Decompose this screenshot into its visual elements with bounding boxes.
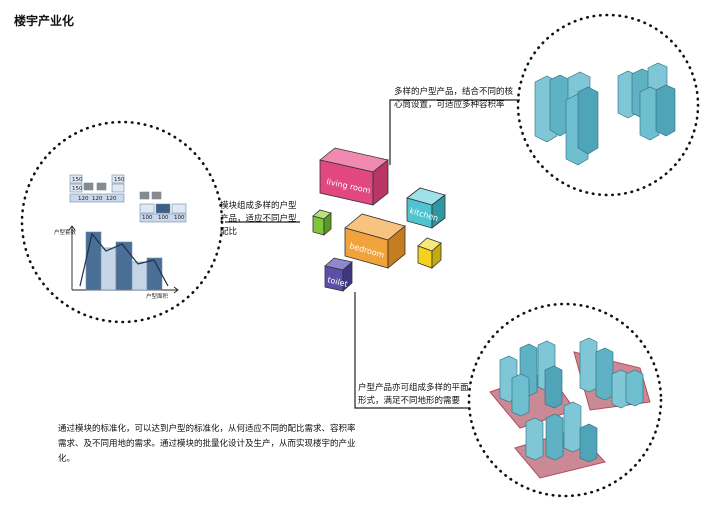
tower-cluster-left	[534, 71, 599, 166]
plan-label: 150	[114, 177, 125, 183]
unit-plan-tiles	[69, 174, 187, 223]
bar	[100, 247, 117, 291]
plan-label: 150	[72, 177, 83, 183]
module-bedroom: bedroom	[344, 213, 406, 269]
left-circle: 150 150 150 120 120 120 100 100 100 户型套数…	[20, 120, 224, 324]
chart-curve	[79, 232, 169, 287]
top-right-circle	[516, 13, 700, 197]
connector-lines	[225, 99, 520, 409]
plan-label: 120	[78, 196, 89, 202]
connector-bottom	[354, 292, 470, 409]
tower-cluster-right	[617, 62, 676, 141]
chart-ylabel: 户型套数	[54, 228, 77, 236]
site-towers	[499, 337, 644, 463]
module-green	[312, 209, 332, 236]
unit-plan-labels: 150 150 150 120 120 120 100 100 100	[72, 177, 185, 221]
bottom-right-circle	[467, 302, 663, 498]
plan-label: 100	[142, 215, 153, 221]
plan-label: 100	[158, 215, 169, 221]
note-bottom: 户型产品亦可组成多样的平面形式，满足不同地形的需要	[358, 383, 469, 406]
chart-xlabel: 户型面积	[146, 292, 169, 300]
plan-label: 100	[174, 215, 185, 221]
module-living-room: living room	[319, 147, 389, 206]
connector-top-right	[389, 99, 520, 165]
note-top-right: 多样的户型产品，结合不同的核心筒设置，可适应多种容积率	[394, 87, 514, 110]
plan-label: 120	[106, 196, 117, 202]
module-kitchen: kitchen	[406, 187, 446, 229]
plan-label: 120	[92, 196, 103, 202]
bar	[131, 261, 148, 291]
module-blocks: living room kitchen bedroom	[312, 147, 446, 292]
footer-text: 通过模块的标准化，可以达到户型的标准化，从何适应不同的配比需求、容积率需求、及不…	[58, 424, 356, 464]
bar	[85, 231, 102, 291]
chart-bars	[85, 231, 163, 291]
module-toilet: toilet	[324, 257, 353, 292]
bar	[146, 257, 163, 291]
module-yellow	[417, 237, 442, 269]
page-title: 楼宇产业化	[14, 14, 75, 28]
plan-label: 150	[72, 186, 83, 192]
note-left: 模块组成多样的户型产品，适应不同户型配比	[220, 201, 297, 237]
bar	[115, 241, 133, 291]
